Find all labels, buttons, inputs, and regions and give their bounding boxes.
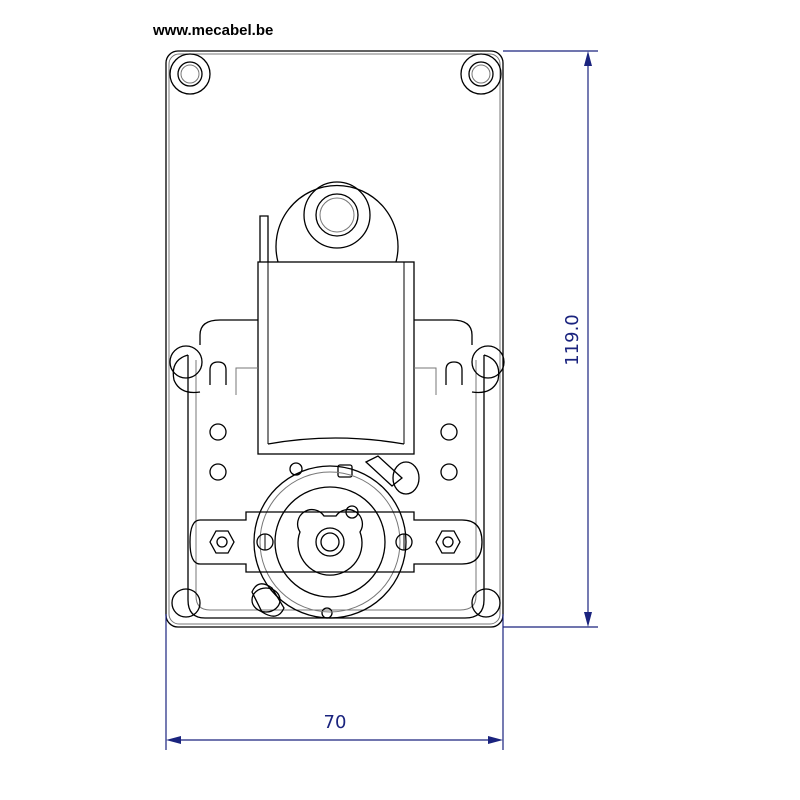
coil-bobbin xyxy=(259,181,399,263)
spring-clips xyxy=(251,455,420,617)
top-mounting-holes xyxy=(169,53,502,95)
output-hub xyxy=(253,465,407,619)
coil-body xyxy=(257,261,415,455)
gearbox-screw-holes xyxy=(209,423,458,619)
width-dimension xyxy=(165,614,504,750)
gearbox-housing xyxy=(169,319,505,619)
mounting-bracket xyxy=(189,511,483,573)
height-dimension-label: 119.0 xyxy=(562,314,583,366)
website-url: www.mecabel.be xyxy=(153,22,274,39)
height-dimension xyxy=(503,50,598,628)
mounting-plate xyxy=(165,50,504,628)
width-dimension-label: 70 xyxy=(324,712,347,733)
